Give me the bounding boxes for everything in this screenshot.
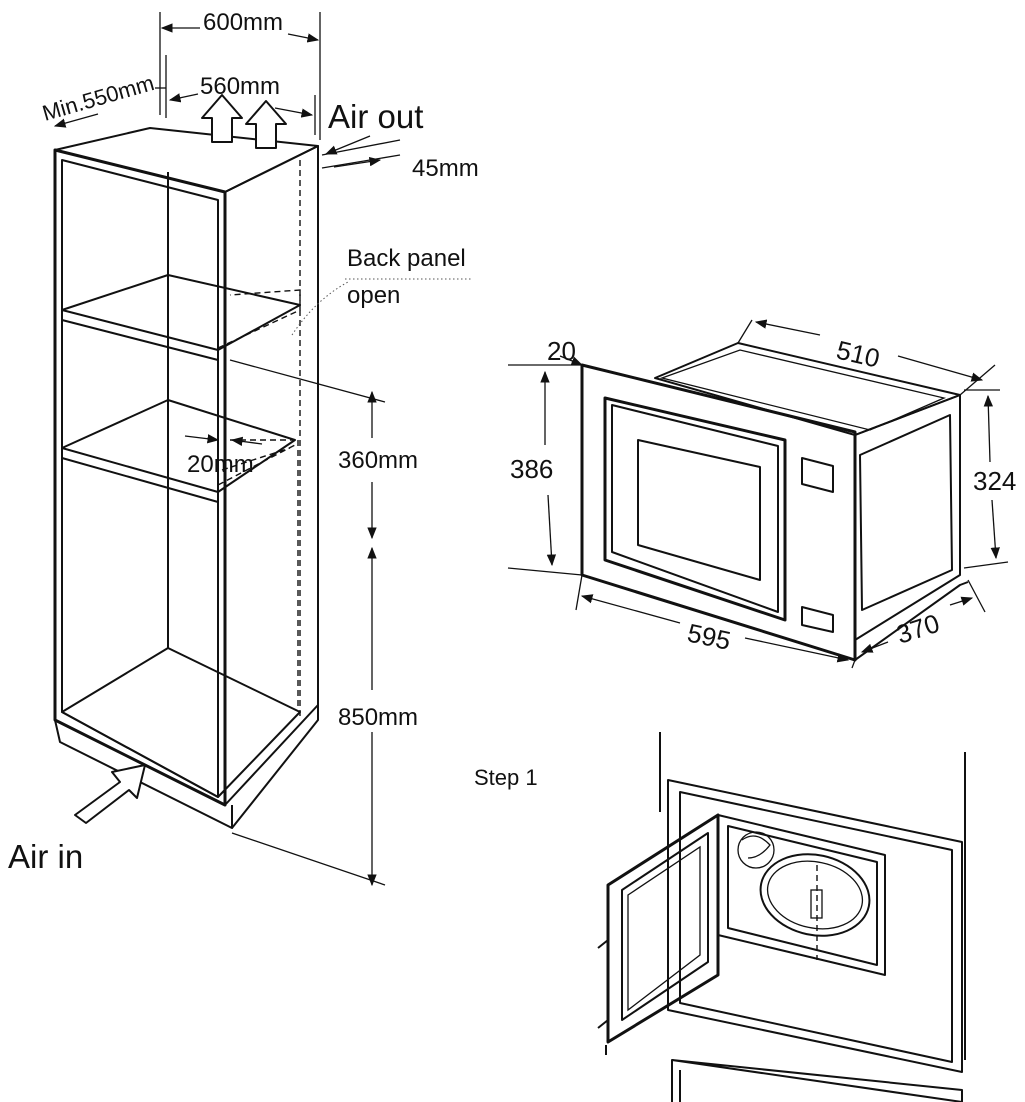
cabinet-depth-label: Min.550mm — [39, 70, 156, 126]
back-panel-label: Back panel — [347, 245, 466, 272]
step1-drawing: Step 1 — [474, 732, 966, 1102]
arrow-up-icon — [201, 94, 243, 143]
step1-label: Step 1 — [474, 765, 538, 790]
arrow-right-icon — [74, 764, 146, 824]
base-height-label: 850mm — [338, 704, 418, 731]
cabinet-drawing: 600mm Min.550mm 560mm Air out 45mm Back … — [8, 9, 479, 887]
air-in-label: Air in — [8, 838, 83, 875]
frame-depth-label: 20 — [547, 336, 576, 366]
body-height-label: 324 — [973, 466, 1016, 496]
cabinet-width-label: 600mm — [203, 9, 283, 36]
inner-gap-label: 20mm — [187, 451, 254, 478]
body-width-label: 370 — [893, 608, 944, 650]
frame-width-label: 595 — [685, 618, 734, 656]
gap-label: 45mm — [412, 155, 479, 182]
frame-height-label: 386 — [510, 454, 553, 484]
microwave-drawing: 20 510 386 324 595 370 — [507, 319, 1016, 669]
cabinet-inner-width-label: 560mm — [200, 73, 280, 100]
air-out-label: Air out — [328, 98, 423, 135]
opening-height-label: 360mm — [338, 447, 418, 474]
arrow-up-icon — [245, 100, 287, 149]
back-panel-open-label: open — [347, 282, 400, 309]
